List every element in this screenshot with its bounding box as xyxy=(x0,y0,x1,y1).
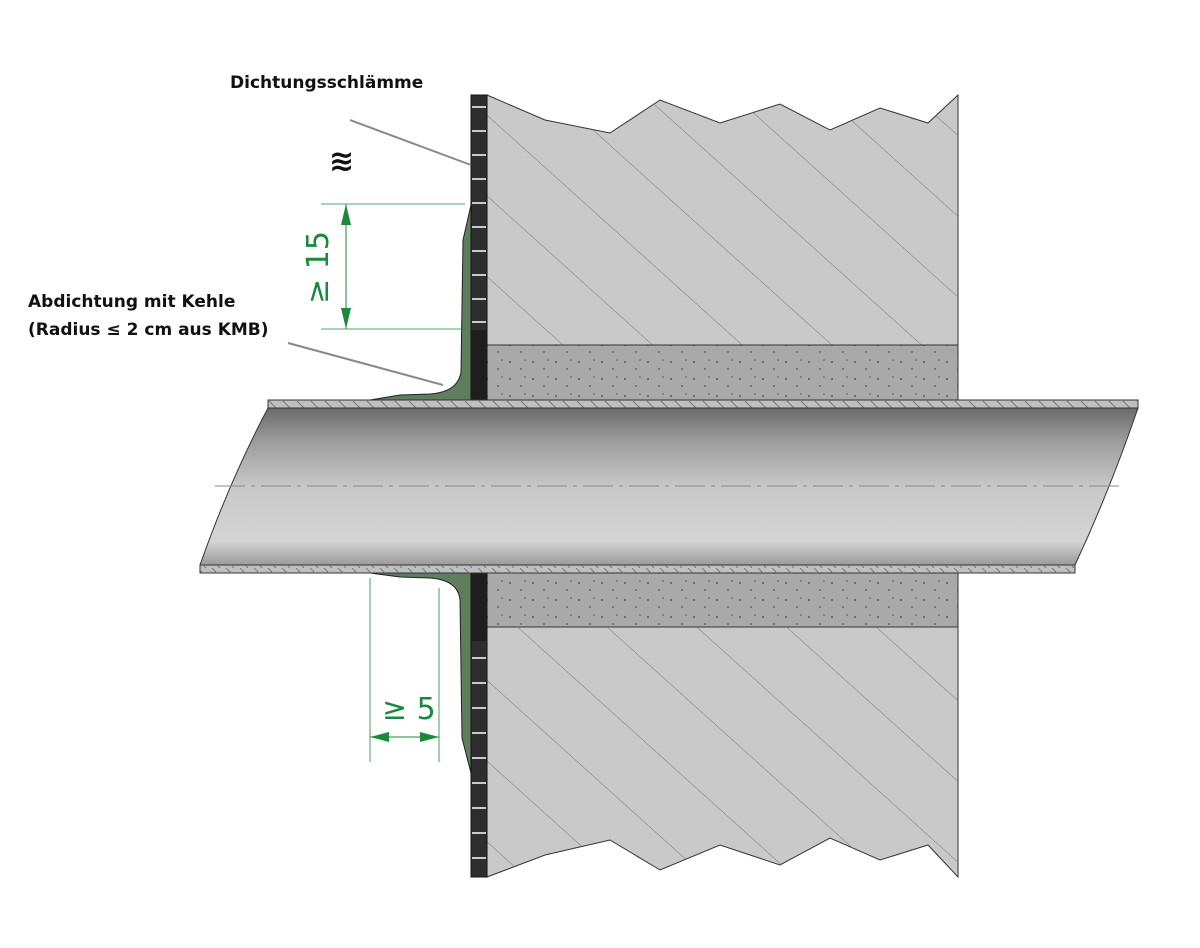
leader-line-seal xyxy=(287,342,444,386)
lower-concrete-wall xyxy=(486,626,959,879)
leader-line-slurry xyxy=(349,119,472,166)
seal-label-line1: Abdichtung mit Kehle xyxy=(28,292,236,312)
slurry-label: Dichtungsschlämme xyxy=(230,73,424,93)
seal-cove-lower xyxy=(369,572,472,774)
dimension-vertical-label: ≥ 15 xyxy=(300,231,336,304)
upper-concrete-wall xyxy=(486,93,959,346)
seal-label-line2: (Radius ≤ 2 cm aus KMB) xyxy=(28,320,269,340)
dimension-horizontal-label: ≥ 5 xyxy=(382,692,436,727)
dimension-horizontal xyxy=(369,578,440,762)
pipe xyxy=(199,399,1139,574)
seal-cove-upper xyxy=(369,204,472,401)
dimension-vertical xyxy=(321,203,465,330)
water-symbol-icon: ≋ xyxy=(329,144,355,179)
